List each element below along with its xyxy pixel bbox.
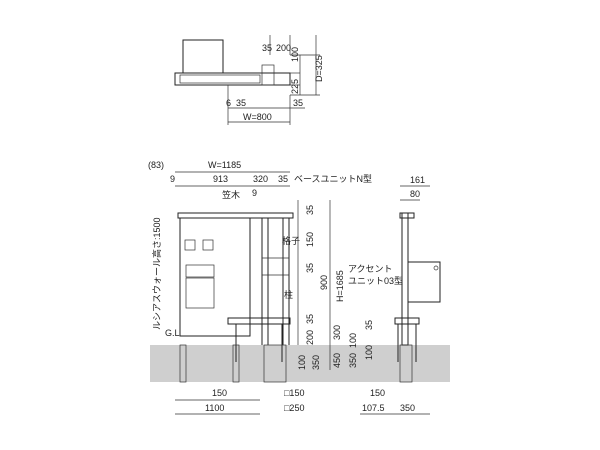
dim-350b: 350 bbox=[348, 353, 358, 368]
dim-sq250: □250 bbox=[284, 403, 304, 413]
side-ground-band bbox=[360, 345, 430, 382]
dim-depth: D=325 bbox=[314, 55, 324, 82]
cabinet-slot bbox=[185, 264, 215, 278]
front-kasagi bbox=[177, 212, 294, 219]
top-view-cabinet bbox=[182, 39, 224, 74]
front-table bbox=[227, 317, 291, 325]
label-base-unit: ベースユニットN型 bbox=[294, 174, 372, 184]
cabinet-square bbox=[202, 239, 214, 251]
top-view-post bbox=[261, 64, 275, 86]
dim-35c: 35 bbox=[305, 263, 315, 273]
dim-side-350: 350 bbox=[400, 403, 415, 413]
side-accent-unit bbox=[407, 261, 441, 303]
dim-35b-front: 35 bbox=[305, 205, 315, 215]
top-view-beam bbox=[174, 72, 291, 86]
label-accent: アクセント bbox=[348, 264, 393, 274]
label-gl: G.L bbox=[165, 328, 180, 338]
label-wall-height: ルシアスウォール高さ:1500 bbox=[151, 217, 162, 330]
side-unit-dot bbox=[433, 265, 439, 271]
dim-200: 200 bbox=[276, 43, 291, 53]
dim-83: (83) bbox=[148, 160, 164, 170]
dim-300: 300 bbox=[332, 325, 342, 340]
dim-side-107: 107.5 bbox=[362, 403, 385, 413]
top-view-beam-inner bbox=[179, 74, 261, 84]
dim-side-150: 150 bbox=[370, 388, 385, 398]
dim-6: 6 bbox=[226, 98, 231, 108]
dim-35b: 35 bbox=[236, 98, 246, 108]
dim-side-100: 100 bbox=[364, 345, 374, 360]
dim-80: 80 bbox=[410, 189, 420, 199]
side-table bbox=[394, 317, 420, 325]
dim-350: 350 bbox=[311, 355, 321, 370]
dim-35c: 35 bbox=[293, 98, 303, 108]
dim-100: 100 bbox=[290, 47, 300, 62]
dim-320: 320 bbox=[253, 174, 268, 184]
dim-sq150: □150 bbox=[284, 388, 304, 398]
cabinet-door bbox=[185, 277, 215, 309]
dim-width-front: W=1185 bbox=[208, 160, 241, 170]
dim-height: H=1685 bbox=[335, 270, 345, 302]
dim-9b: 9 bbox=[252, 188, 257, 198]
label-koushi: 格子 bbox=[282, 235, 300, 246]
dim-200: 200 bbox=[305, 330, 315, 345]
dim-100: 100 bbox=[297, 355, 307, 370]
dim-side-35: 35 bbox=[364, 320, 374, 330]
footing bbox=[263, 344, 287, 383]
label-unit03: ユニット03型 bbox=[348, 276, 403, 286]
footing bbox=[179, 344, 187, 383]
dim-150b: 150 bbox=[212, 388, 227, 398]
top-view: 35 200 100 225 D=325 6 35 35 W=800 bbox=[174, 35, 324, 125]
dim-9a: 9 bbox=[170, 174, 175, 184]
dim-100b: 100 bbox=[348, 333, 358, 348]
footing bbox=[232, 344, 240, 383]
label-kasagi: 笠木 bbox=[222, 189, 240, 200]
dim-913: 913 bbox=[213, 174, 228, 184]
dim-35a: 35 bbox=[278, 174, 288, 184]
side-cap bbox=[399, 212, 415, 219]
dim-900: 900 bbox=[319, 275, 329, 290]
dim-161: 161 bbox=[410, 175, 425, 185]
dim-150: 150 bbox=[305, 232, 315, 247]
side-view: 161 80 アクセント ユニット03型 35 100 150 107.5 35… bbox=[348, 175, 441, 415]
dim-1100: 1100 bbox=[205, 403, 224, 413]
dim-450: 450 bbox=[332, 353, 342, 368]
dim-35: 35 bbox=[262, 43, 272, 53]
side-footing bbox=[399, 344, 413, 383]
cabinet-square bbox=[184, 239, 196, 251]
dim-225: 225 bbox=[290, 79, 300, 94]
dim-35d: 35 bbox=[305, 314, 315, 324]
dim-width-top: W=800 bbox=[243, 112, 272, 122]
